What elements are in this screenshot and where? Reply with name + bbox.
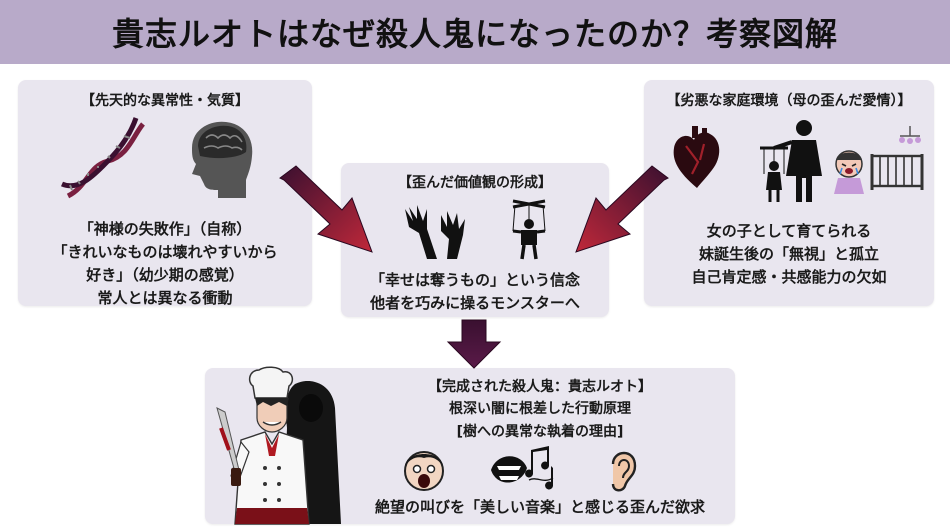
title-bar: 貴志ルオトはなぜ殺人鬼になったのか？考察図解 <box>0 0 950 64</box>
innate-line: 「神様の失敗作」（自称） <box>78 220 252 238</box>
mouth-music-icon <box>491 446 554 490</box>
values-line: 「幸せは奪うもの」という信念 <box>369 271 580 289</box>
family-environment-box: 【劣悪な家庭環境（母の歪んだ愛情）】 <box>644 80 934 306</box>
environment-line: 自己肯定感・共感能力の欠如 <box>691 268 887 286</box>
innate-line: 「きれいなものは壊れやすいから <box>52 243 278 261</box>
environment-line: 妹誕生後の「無視」と孤立 <box>698 245 879 263</box>
final-heading: 【完成された殺人鬼：貴志ルオト】 <box>428 379 652 395</box>
final-line: 根深い闇に根差した行動原理 <box>449 401 631 417</box>
arrow-innate-to-values <box>279 165 373 253</box>
arrow-values-to-final <box>446 319 502 369</box>
innate-heading: 【先天的な異常性・気質】 <box>81 93 249 109</box>
dna-icon <box>61 117 145 199</box>
values-line: 他者を巧みに操るモンスターへ <box>370 294 580 312</box>
arrow-environment-to-values <box>575 165 669 253</box>
values-heading: 【歪んだ価値観の形成】 <box>398 175 552 191</box>
distorted-values-box: 【歪んだ価値観の形成】 「幸せは奪うもの」という信念 他者を巧みに操るモンスター… <box>341 163 609 317</box>
crying-baby-icon <box>834 150 864 194</box>
puppet-icon <box>512 199 546 260</box>
mother-marionette-icon <box>760 120 822 202</box>
ear-icon <box>611 451 637 492</box>
environment-line: 女の子として育てられる <box>706 222 872 240</box>
screaming-face-icon <box>404 451 444 491</box>
innate-traits-box: 【先天的な異常性・気質】 「神様の失敗作」（自称） 「きれいなものは壊れやすいか… <box>18 80 312 307</box>
crib-icon <box>870 126 924 190</box>
completed-killer-box: 【完成された殺人鬼：貴志ルオト】 根深い闇に根差した行動原理 [樹への異常な執着… <box>205 366 735 525</box>
innate-line: 好き」（幼少期の感覚） <box>86 266 244 284</box>
final-bottom-line: 絶望の叫びを「美しい音楽」と感じる歪んだ欲求 <box>374 498 705 516</box>
page-title: 貴志ルオトはなぜ殺人鬼になったのか？考察図解 <box>111 15 838 53</box>
environment-heading: 【劣悪な家庭環境（母の歪んだ愛情）】 <box>666 93 912 109</box>
grasping-hands-icon <box>405 205 465 259</box>
heart-icon <box>673 126 720 188</box>
final-line: [樹への異常な執着の理由] <box>456 424 624 440</box>
chef-killer-icon <box>216 366 341 525</box>
innate-line: 常人とは異なる衝動 <box>97 289 233 307</box>
brain-head-icon <box>192 121 253 198</box>
